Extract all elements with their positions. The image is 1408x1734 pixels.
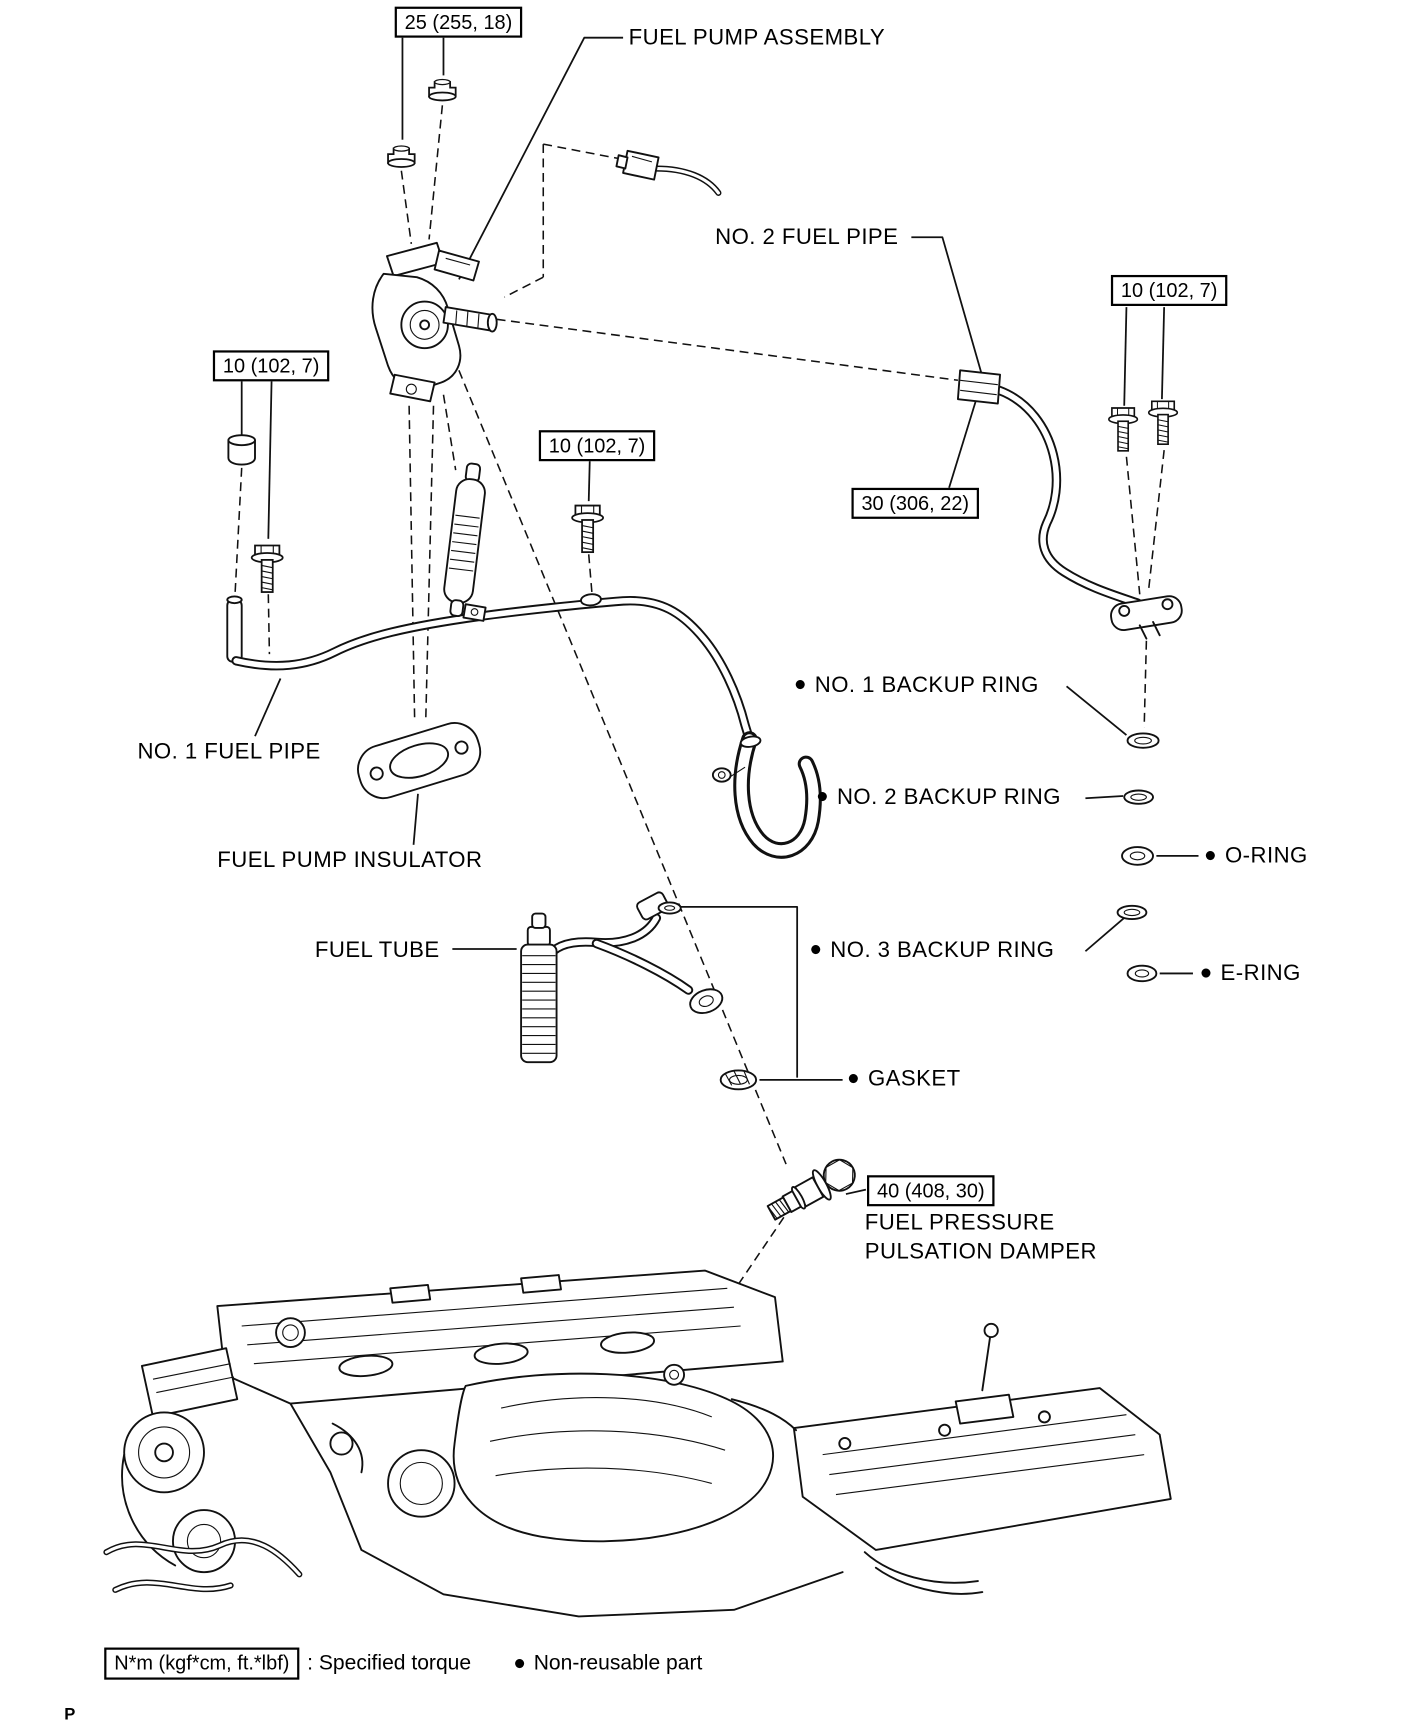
label-fuel-tube: FUEL TUBE bbox=[315, 937, 440, 964]
sealing-rings-drawing bbox=[719, 732, 1160, 1091]
label-text-line2: PULSATION DAMPER bbox=[864, 1239, 1097, 1264]
label-o-ring: ● O-RING bbox=[1204, 843, 1308, 870]
label-gasket: ● GASKET bbox=[847, 1065, 961, 1092]
torque-spec-10-middle: 10 (102, 7) bbox=[538, 430, 656, 462]
pulsation-damper-drawing bbox=[766, 1158, 856, 1221]
torque-unit-box: N*m (kgf*cm, ft.*lbf) bbox=[104, 1647, 300, 1680]
label-e-ring: ● E-RING bbox=[1200, 960, 1301, 987]
label-no1-fuel-pipe: NO. 1 FUEL PIPE bbox=[137, 738, 320, 765]
legend-nonreusable-meaning: Non-reusable part bbox=[533, 1651, 703, 1675]
nonreusable-bullet-icon: ● bbox=[1199, 961, 1213, 985]
label-text: NO. 1 BACKUP RING bbox=[814, 672, 1039, 698]
label-text-line1: FUEL PRESSURE bbox=[864, 1210, 1055, 1236]
label-no1-backup-ring: ● NO. 1 BACKUP RING bbox=[794, 672, 1039, 699]
nonreusable-bullet-icon: ● bbox=[513, 1651, 526, 1675]
no1-fuel-pipe-drawing bbox=[226, 593, 822, 859]
torque-spec-30: 30 (306, 22) bbox=[851, 487, 980, 519]
nonreusable-bullet-icon: ● bbox=[1204, 843, 1218, 868]
label-no2-fuel-pipe: NO. 2 FUEL PIPE bbox=[715, 224, 898, 251]
label-fuel-pump-insulator: FUEL PUMP INSULATOR bbox=[217, 847, 482, 874]
fuel-pump-assembly-drawing bbox=[371, 241, 498, 403]
label-text: GASKET bbox=[867, 1066, 961, 1091]
fasteners-drawing bbox=[227, 78, 1179, 593]
pump-tube-drawing bbox=[443, 462, 486, 617]
leader-lines bbox=[240, 35, 1199, 1195]
torque-spec-10-left: 10 (102, 7) bbox=[212, 350, 330, 382]
legend: N*m (kgf*cm, ft.*lbf) : Specified torque… bbox=[104, 1647, 703, 1680]
fuel-pump-insulator-drawing bbox=[357, 722, 482, 800]
label-text: NO. 2 BACKUP RING bbox=[836, 784, 1061, 810]
legend-torque-meaning: : Specified torque bbox=[307, 1651, 472, 1675]
page-footer-mark: P bbox=[64, 1705, 76, 1725]
label-no2-backup-ring: ● NO. 2 BACKUP RING bbox=[816, 784, 1061, 811]
label-text: NO. 3 BACKUP RING bbox=[830, 937, 1055, 963]
label-text: FUEL PUMP INSULATOR bbox=[217, 848, 483, 873]
torque-spec-25: 25 (255, 18) bbox=[394, 6, 523, 38]
engine-drawing bbox=[103, 1269, 1172, 1618]
torque-spec-10-right: 10 (102, 7) bbox=[1110, 274, 1228, 307]
label-text: FUEL TUBE bbox=[314, 937, 440, 963]
nonreusable-bullet-icon: ● bbox=[816, 784, 830, 809]
fuel-tube-drawing bbox=[520, 891, 724, 1064]
pump-connector-drawing bbox=[615, 149, 722, 196]
label-text: NO. 2 FUEL PIPE bbox=[715, 225, 899, 250]
nonreusable-bullet-icon: ● bbox=[847, 1066, 861, 1090]
nonreusable-bullet-icon: ● bbox=[809, 937, 823, 962]
label-fuel-pressure-pulsation-damper: FUEL PRESSURE PULSATION DAMPER bbox=[865, 1208, 1097, 1266]
nonreusable-bullet-icon: ● bbox=[793, 672, 808, 697]
label-text: E-RING bbox=[1220, 961, 1301, 986]
label-fuel-pump-assembly: FUEL PUMP ASSEMBLY bbox=[629, 24, 886, 51]
label-no3-backup-ring: ● NO. 3 BACKUP RING bbox=[809, 937, 1054, 964]
label-text: FUEL PUMP ASSEMBLY bbox=[628, 25, 886, 50]
dashed-assembly-lines bbox=[234, 105, 1165, 1367]
torque-spec-40: 40 (408, 30) bbox=[867, 1175, 995, 1207]
label-text: O-RING bbox=[1224, 843, 1308, 869]
no2-fuel-pipe-drawing bbox=[956, 369, 1183, 640]
label-text: NO. 1 FUEL PIPE bbox=[137, 739, 321, 764]
